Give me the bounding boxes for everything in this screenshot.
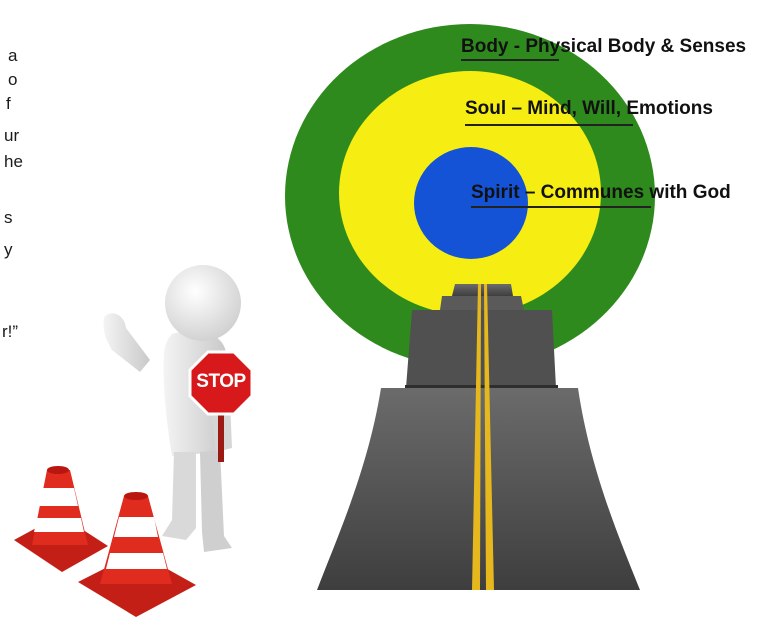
spirit-circle [414,147,528,259]
text-fragment: ur [4,126,20,145]
soul-label-underline [465,124,633,126]
text-fragment: f [6,94,11,113]
body-label-underline [461,59,559,61]
traffic-cone-right [78,492,196,617]
body-label: Body - Physical Body & Senses [461,36,747,57]
text-fragment: o [8,70,18,89]
soul-label: Soul – Mind, Will, Emotions [465,98,713,119]
road [317,284,640,590]
text-fragment: he [4,152,23,171]
traffic-cone-left [14,466,108,572]
text-fragment: a [8,46,18,65]
text-fragment: s [4,208,13,227]
stop-sign [188,350,254,462]
text-fragment: y [4,240,13,259]
text-fragment: r!” [2,322,19,341]
spirit-label-underline [471,206,651,208]
stop-sign-text: STOP [196,371,246,392]
spirit-label: Spirit – Communes with God [471,182,731,203]
